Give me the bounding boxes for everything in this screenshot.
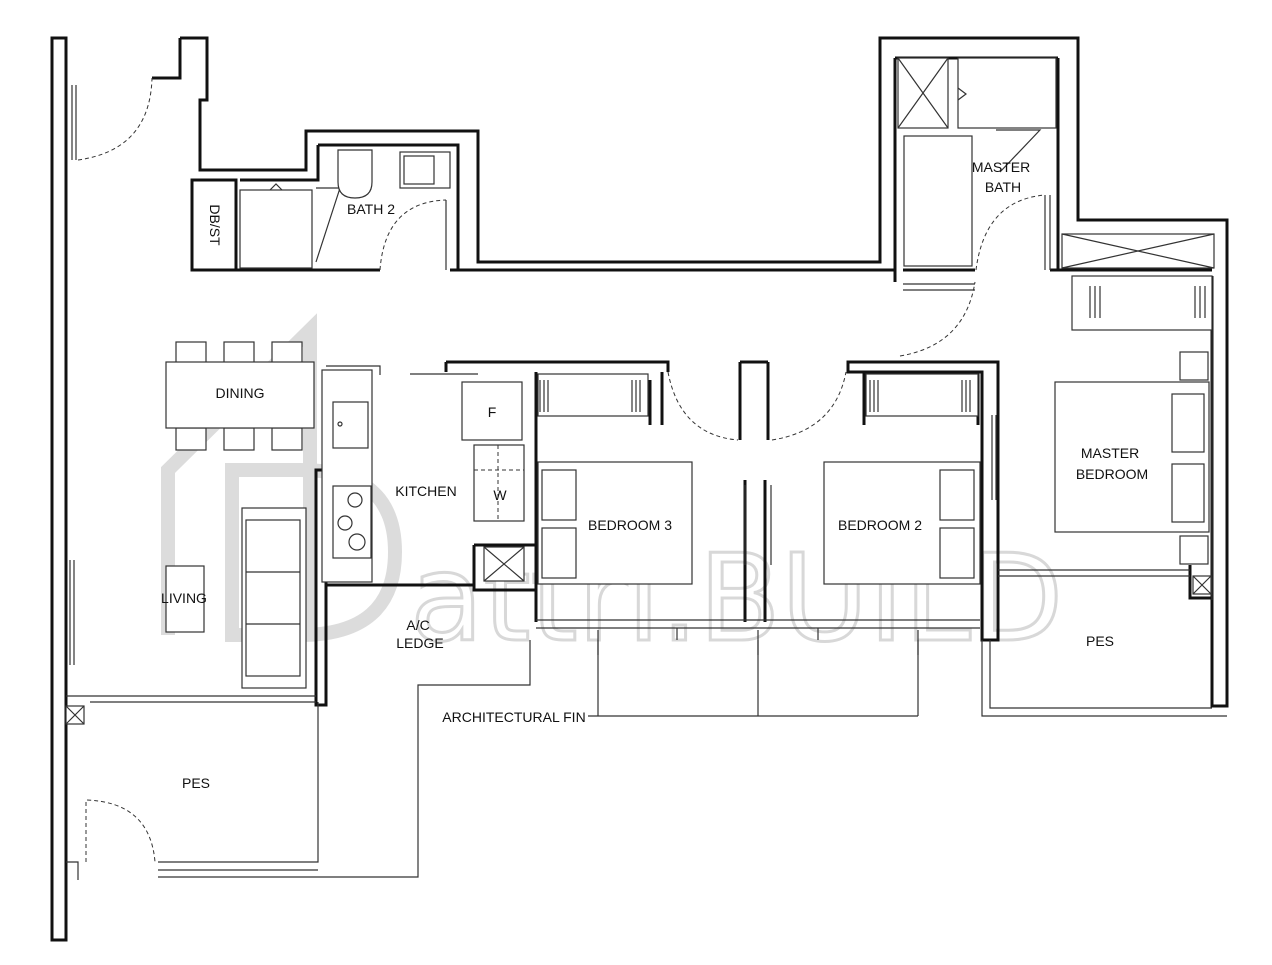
bedroom3-door-swing [667, 371, 739, 441]
bath2-toilet-icon [337, 149, 373, 199]
bedroom2-label: BEDROOM 2 [838, 517, 922, 533]
db-st-closet: DB/ST [207, 204, 223, 246]
kitchen-label: KITCHEN [395, 483, 456, 499]
ac-ledge-label: A/C LEDGE [396, 617, 443, 651]
washer [473, 444, 525, 522]
architectural-fin-label: ARCHITECTURAL FIN [442, 709, 585, 725]
entry-door-swing [77, 77, 153, 161]
bath2-shower-arrow-icon [269, 183, 283, 191]
dining-area: DINING [165, 341, 315, 451]
fridge-label: F [488, 404, 497, 420]
pes-right-label: PES [1086, 633, 1114, 649]
bedroom2-wardrobe [865, 373, 979, 417]
bath2-label: BATH 2 [347, 201, 395, 217]
master-bath-line2: BATH [985, 179, 1021, 195]
bath2-shower [239, 189, 313, 269]
walls [50, 36, 1229, 942]
washer-label: W [493, 487, 507, 503]
pes-door-swing [85, 799, 156, 863]
ac-ledge-line2: LEDGE [396, 635, 443, 651]
fridge [461, 381, 523, 441]
master-bath-shower [957, 57, 1057, 129]
coffee-table [165, 565, 205, 633]
db-st-label: DB/ST [207, 204, 223, 246]
living-area: LIVING [161, 507, 307, 689]
master-bath-door-swing [975, 194, 1046, 271]
bath-2-fixtures [239, 149, 451, 269]
master-bedroom-line2: BEDROOM [1076, 466, 1148, 482]
ac-ledge-line1: A/C [406, 617, 429, 633]
master-bedroom-door-swing [899, 281, 976, 357]
master-shower-arrow-icon [957, 87, 967, 101]
bedroom3-wardrobe [537, 373, 649, 417]
living-label: LIVING [161, 590, 207, 606]
dining-label: DINING [216, 385, 265, 401]
master-bedroom-label: MASTER BEDROOM [1076, 445, 1148, 482]
master-bath-line1: MASTER [972, 159, 1030, 175]
bedroom3-label: BEDROOM 3 [588, 517, 672, 533]
master-bath-label: MASTER BATH [972, 159, 1034, 195]
master-wardrobe [1071, 275, 1213, 331]
bedroom-3: BEDROOM 3 [537, 373, 693, 585]
bedroom2-door-swing [771, 371, 847, 441]
pes-left-label: PES [182, 775, 210, 791]
master-bath-fixtures [897, 57, 1215, 269]
dining-table [165, 361, 315, 429]
kitchen-area: KITCHEN F W A/C LEDGE [321, 369, 525, 651]
master-bedroom: MASTER BEDROOM [1054, 275, 1213, 595]
bedroom-2: BEDROOM 2 [823, 373, 981, 585]
master-bedroom-line1: MASTER [1081, 445, 1139, 461]
